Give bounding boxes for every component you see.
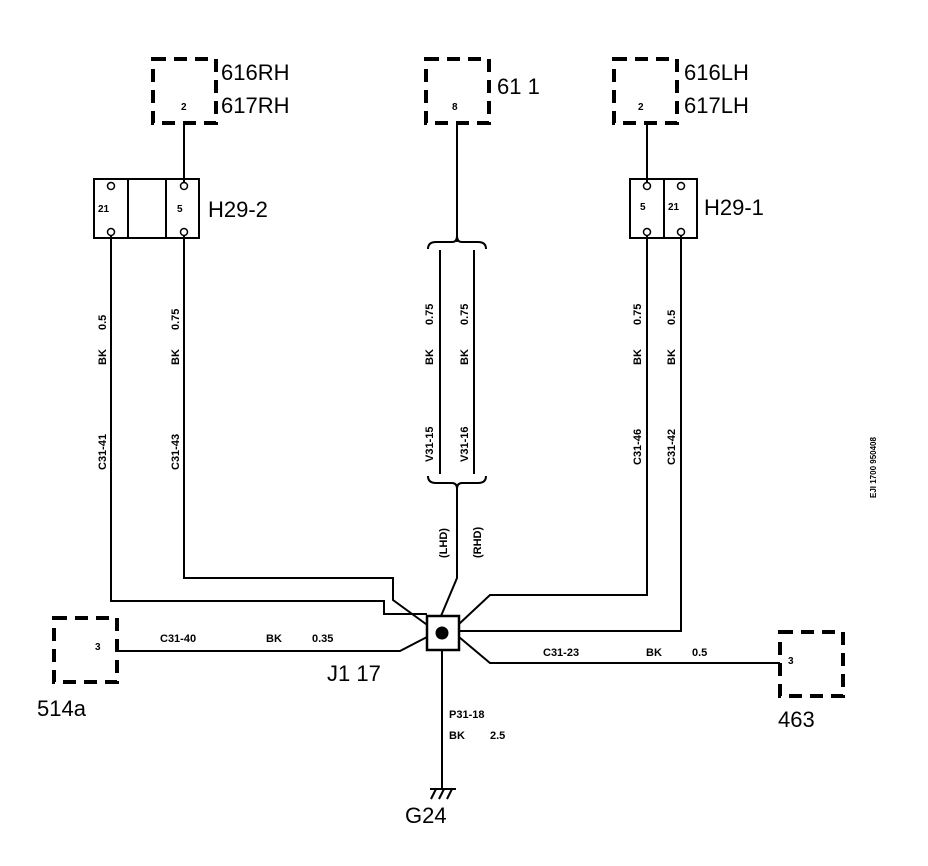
wire-c31-46-id-group: C31-46 — [632, 429, 644, 465]
connector-h29-1-pin-21: 21 — [668, 202, 680, 213]
wire-c31-43-id-group: C31-43 — [170, 434, 182, 470]
wire-v31-15-size: 0.75 — [424, 304, 436, 325]
connector-h29-2-pin-21: 21 — [98, 204, 110, 215]
component-611-pin: 8 — [452, 102, 458, 113]
wire-v31-15-color: BK — [424, 349, 436, 365]
wire-v31-15-size-group: 0.75 — [424, 304, 436, 325]
wire-c31-43 — [183, 236, 431, 628]
component-514a-box — [52, 616, 119, 684]
harness-brace-top — [427, 235, 487, 250]
component-463-label: 463 — [778, 707, 815, 732]
wire-c31-23-id: C31-23 — [543, 647, 579, 659]
component-617lh-label: 617LH — [684, 93, 749, 118]
wire-variant-to-splice — [440, 489, 458, 617]
connector-h29-2-body — [93, 178, 200, 239]
component-611-label: 61 1 — [497, 74, 540, 99]
splice-j1-17: J1 17 — [327, 614, 461, 686]
wire-c31-40-color: BK — [266, 633, 282, 645]
component-616lh-pin: 2 — [638, 102, 644, 113]
wire-c31-42-color-group: BK — [666, 349, 678, 365]
wire-c31-42 — [459, 236, 682, 632]
wire-v31-16-id: V31-16 — [459, 427, 471, 462]
wire-c31-41-id: C31-41 — [97, 434, 109, 470]
component-616lh: 2 616LH 617LH — [612, 57, 749, 125]
component-616rh-box — [151, 57, 218, 125]
wire-c31-40-id: C31-40 — [160, 633, 196, 645]
wire-v31-16-size: 0.75 — [459, 304, 471, 325]
wire-c31-46-size: 0.75 — [632, 304, 644, 325]
component-463-pin: 3 — [788, 656, 794, 667]
figure-id: EJI 1700 950408 — [869, 437, 878, 498]
connector-h29-2: 21 5 H29-2 — [93, 178, 268, 239]
component-616rh-label: 616RH — [221, 60, 289, 85]
component-463: 3 463 — [778, 630, 845, 732]
splice-label: J1 17 — [327, 661, 381, 686]
wire-c31-42-size-group: 0.5 — [666, 310, 678, 325]
wire-c31-46-color-group: BK — [632, 349, 644, 365]
wire-c31-41-spec: 0.5 — [97, 315, 109, 330]
wire-c31-43-size-group: 0.75 — [170, 309, 182, 330]
variant-rhd-group: (RHD) — [472, 527, 484, 558]
component-616lh-label: 616LH — [684, 60, 749, 85]
connector-h29-2-label: H29-2 — [208, 197, 268, 222]
wire-v31-16-color-group: BK — [459, 349, 471, 365]
wire-c31-46-color: BK — [632, 349, 644, 365]
wire-v31-15-id-group: V31-15 — [424, 427, 436, 462]
figure-id-group: EJI 1700 950408 — [869, 437, 878, 498]
component-611: 8 61 1 — [424, 57, 540, 125]
wire-c31-42-id-group: C31-42 — [666, 429, 678, 465]
wire-c31-42-size: 0.5 — [666, 310, 678, 325]
variant-lhd-label: (LHD) — [438, 528, 450, 558]
wire-c31-41 — [110, 236, 427, 615]
wire-c31-46-id: C31-46 — [632, 429, 644, 465]
ground-symbol — [430, 788, 456, 800]
component-514a: 3 514a — [37, 616, 119, 721]
connector-h29-1-pin-5: 5 — [640, 202, 646, 213]
component-616rh: 2 616RH 617RH — [151, 57, 289, 125]
wire-c31-42-color: BK — [666, 349, 678, 365]
wire-v31-16-color: BK — [459, 349, 471, 365]
component-617rh-label: 617RH — [221, 93, 289, 118]
wire-p31-18-size: 2.5 — [490, 730, 505, 742]
wire-c31-43-color-group: BK — [170, 349, 182, 365]
wire-c31-40-size: 0.35 — [312, 633, 333, 645]
harness-brace-bottom — [427, 475, 487, 490]
component-616rh-pin: 2 — [181, 102, 187, 113]
wire-v31-16-id-group: V31-16 — [459, 427, 471, 462]
wire-c31-41-size: 0.5 — [97, 315, 109, 330]
wire-v31-15-color-group: BK — [424, 349, 436, 365]
component-514a-pin: 3 — [95, 642, 101, 653]
wire-c31-23-color: BK — [646, 647, 662, 659]
connector-h29-1: 5 21 H29-1 — [629, 178, 764, 239]
connector-h29-1-label: H29-1 — [704, 195, 764, 220]
component-611-box — [424, 57, 491, 125]
variant-rhd-label: (RHD) — [472, 527, 484, 558]
wire-c31-43-color: BK — [170, 349, 182, 365]
wire-c31-42-id: C31-42 — [666, 429, 678, 465]
wire-c31-23 — [458, 636, 780, 664]
wire-v31-15-id: V31-15 — [424, 427, 436, 462]
wire-c31-40 — [117, 636, 428, 652]
wire-c31-43-size: 0.75 — [170, 309, 182, 330]
ground-label: G24 — [405, 803, 447, 828]
wire-p31-18-color: BK — [449, 730, 465, 742]
component-616lh-box — [612, 57, 679, 125]
wire-c31-46-size-group: 0.75 — [632, 304, 644, 325]
variant-lhd-group: (LHD) — [438, 528, 450, 558]
wire-c31-41-id-group: C31-41 — [97, 434, 109, 470]
component-514a-label: 514a — [37, 696, 87, 721]
wire-c31-23-size: 0.5 — [692, 647, 707, 659]
wire-c31-46 — [458, 236, 648, 625]
wire-p31-18-id: P31-18 — [449, 709, 484, 721]
wire-c31-41-color-group: BK — [97, 349, 109, 365]
splice-dot — [435, 626, 449, 640]
wire-v31-16-size-group: 0.75 — [459, 304, 471, 325]
wire-c31-43-id: C31-43 — [170, 434, 182, 470]
wire-c31-41-color: BK — [97, 349, 109, 365]
connector-h29-2-pin-5: 5 — [177, 204, 183, 215]
